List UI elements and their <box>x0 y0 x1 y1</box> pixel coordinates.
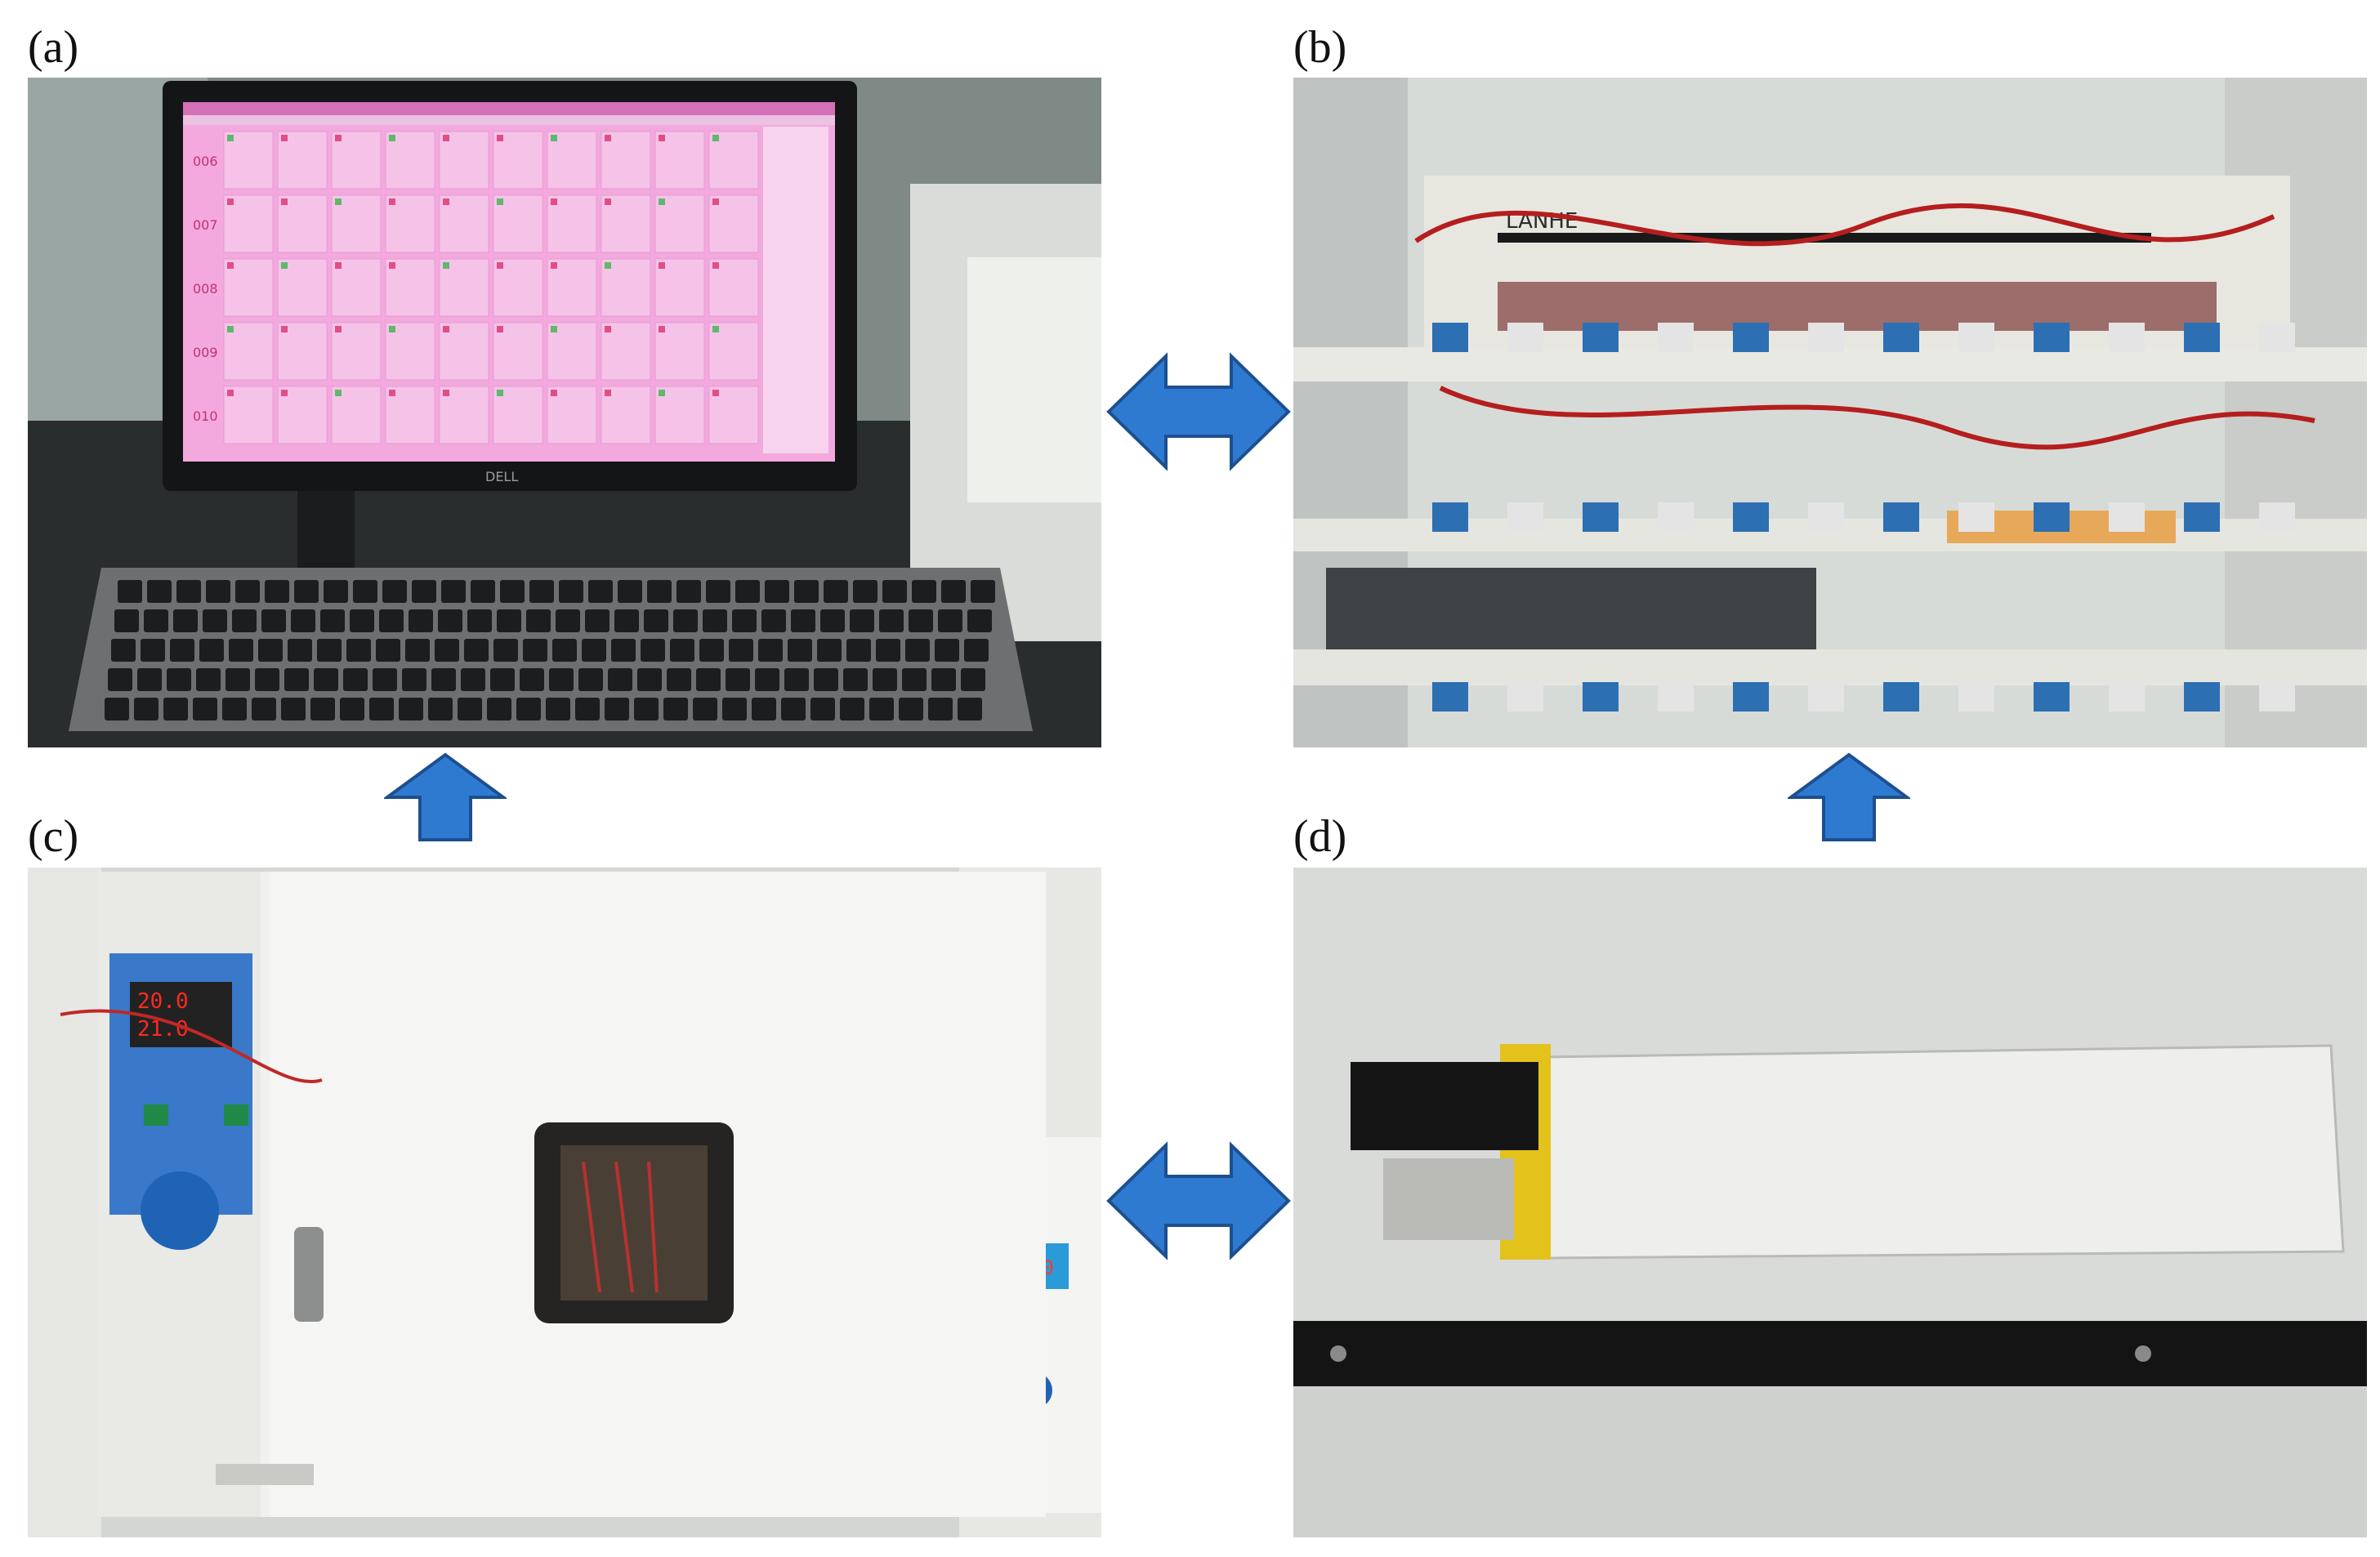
svg-text:010: 010 <box>193 408 218 424</box>
up-arrow-icon <box>384 752 507 843</box>
monitor-brand: DELL <box>485 469 518 484</box>
photo-battery-tester: LANHE <box>1293 78 2367 747</box>
double-arrow-icon <box>1105 351 1292 472</box>
panel-label-a: (a) <box>28 22 79 73</box>
panel-label-d: (d) <box>1293 811 1347 862</box>
oven-display-top: 20.0 <box>137 989 189 1014</box>
double-arrow-icon <box>1105 1140 1292 1261</box>
photo-pouch-cell <box>1293 868 2367 1537</box>
screen-channel-grid <box>223 131 759 444</box>
svg-text:009: 009 <box>193 345 218 360</box>
svg-text:008: 008 <box>193 281 218 297</box>
up-arrow-icon <box>1788 752 1910 843</box>
panel-label-b: (b) <box>1293 22 1347 73</box>
photo-oven: 6.00 20.0 21.0 <box>28 868 1101 1537</box>
svg-text:006: 006 <box>193 154 218 169</box>
photo-computer-workstation: DELL 006 007 008 009 010 <box>28 78 1101 747</box>
panel-label-c: (c) <box>28 811 79 862</box>
svg-text:007: 007 <box>193 217 218 233</box>
